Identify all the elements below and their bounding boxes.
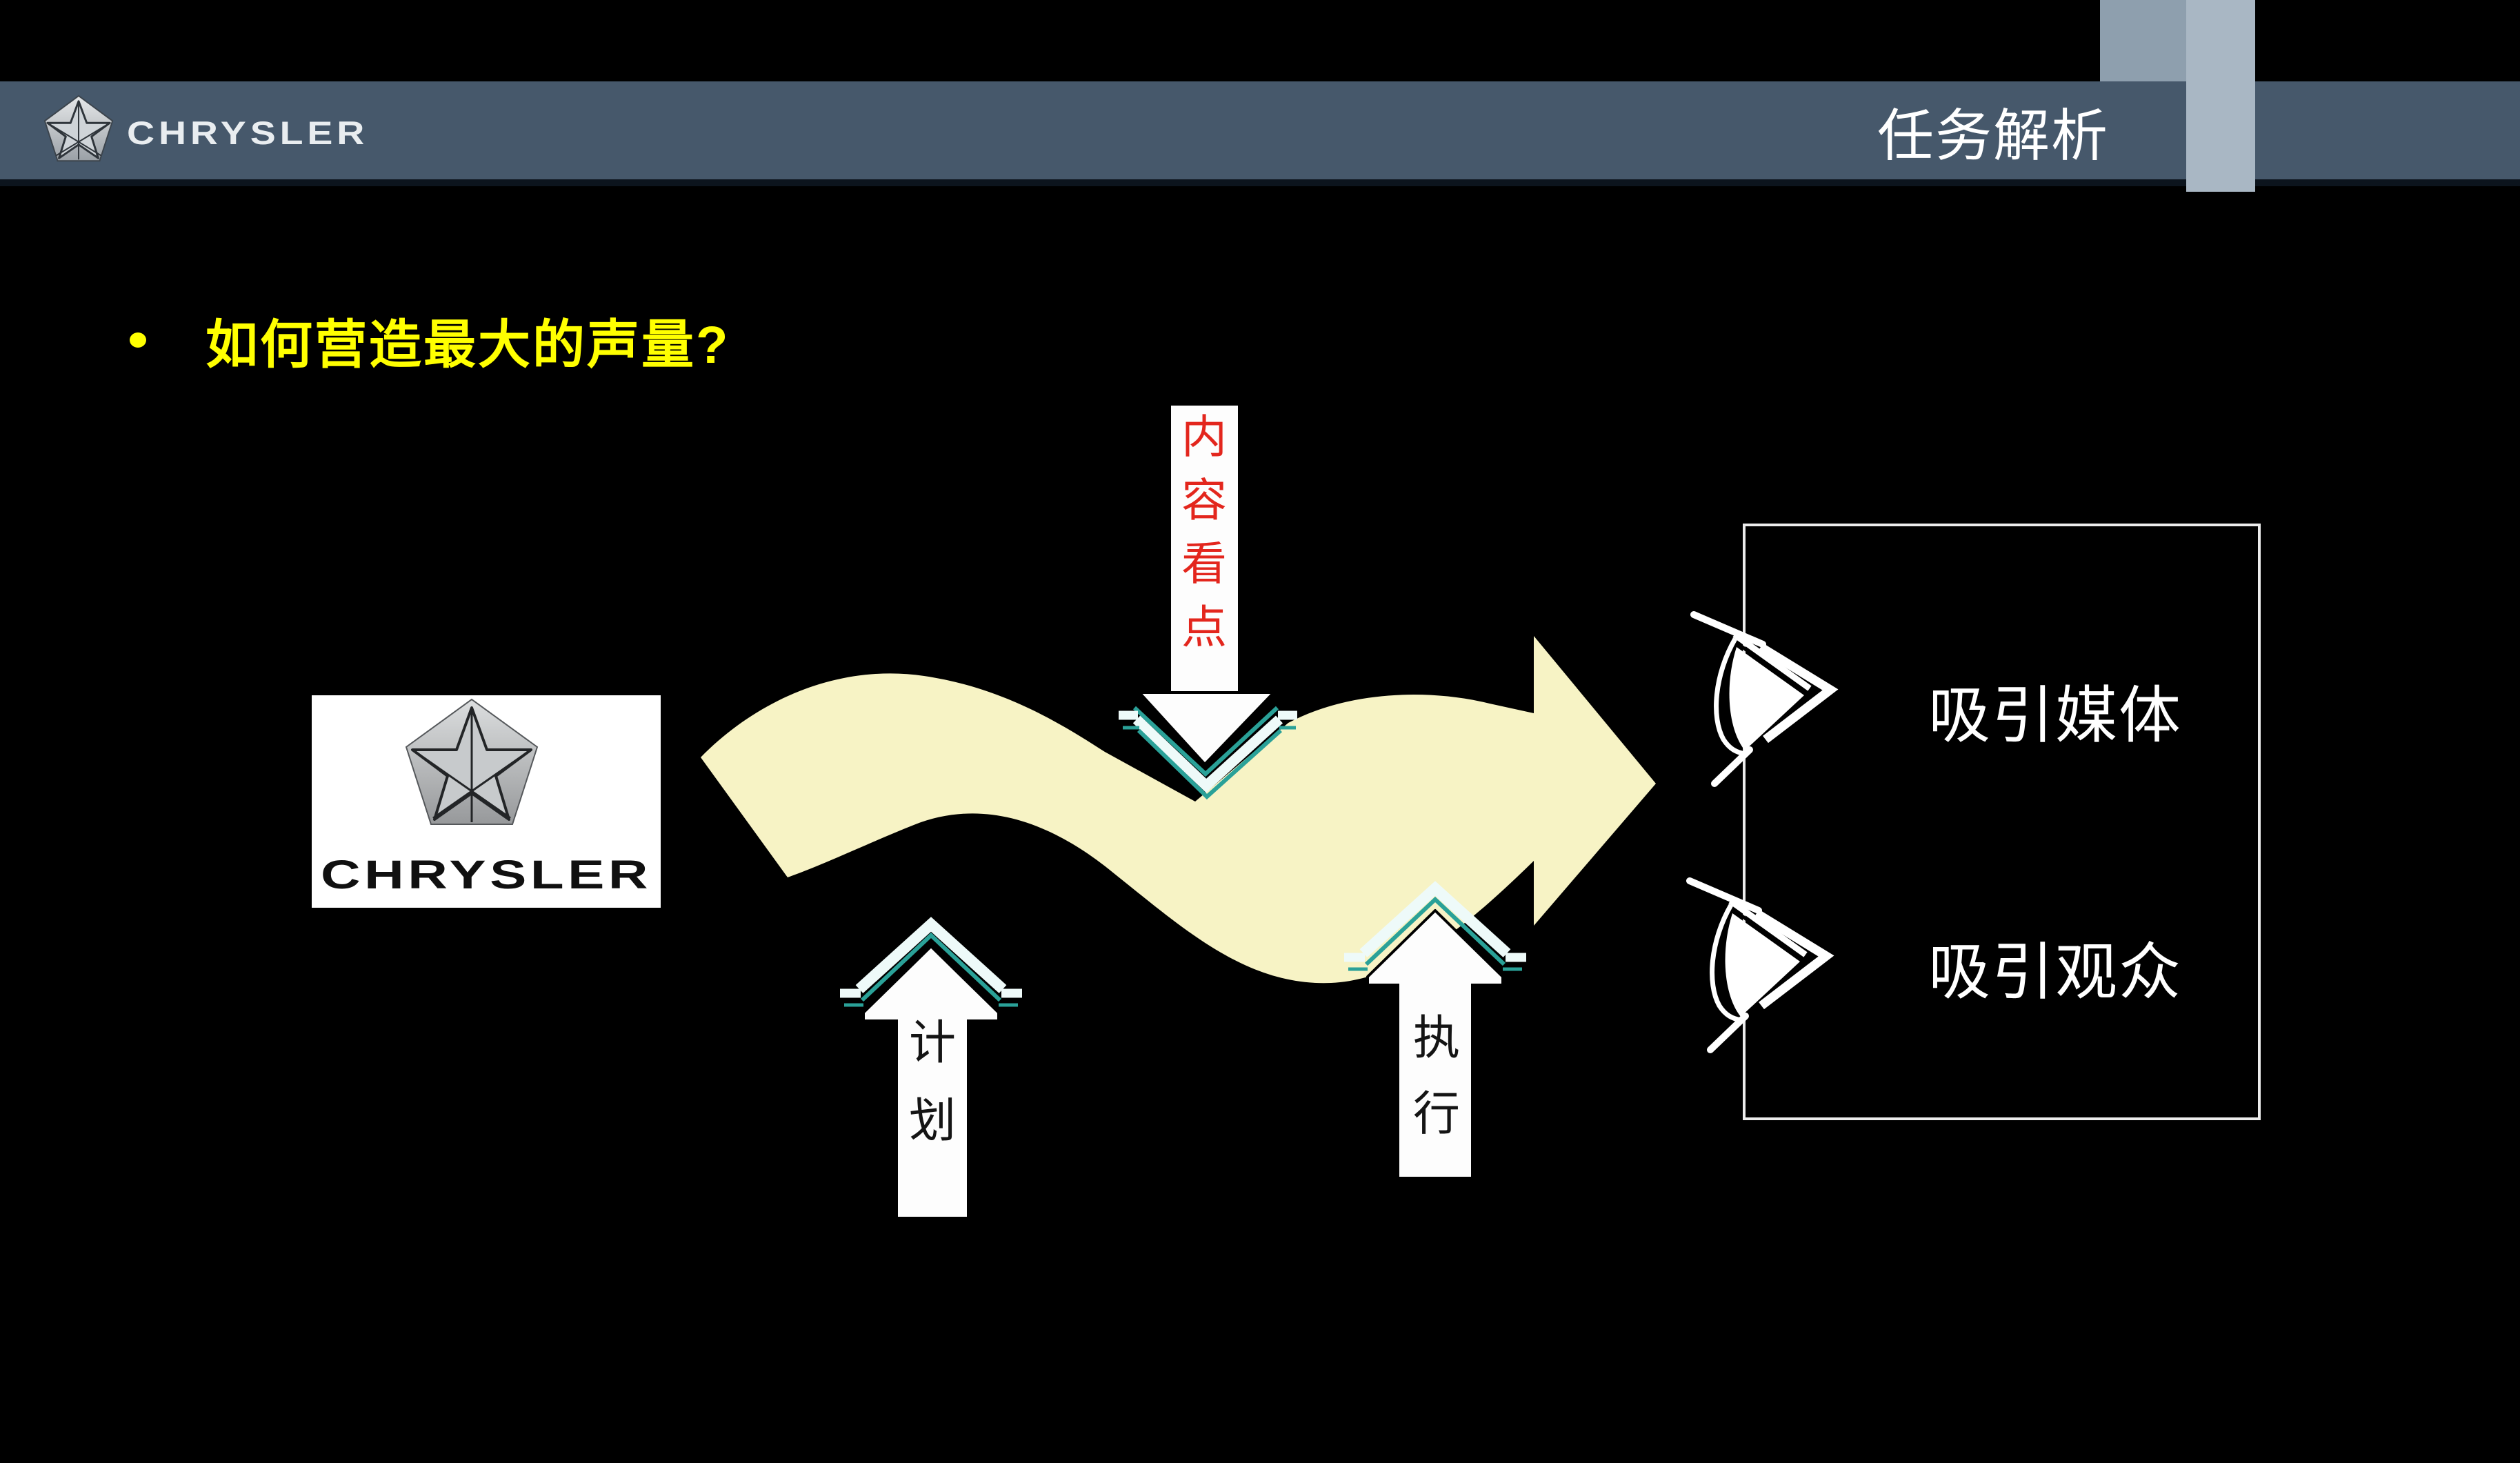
pentastar-badge-icon <box>43 94 114 162</box>
content-char-2: 容 <box>1181 475 1227 526</box>
bullet-dot-icon <box>130 332 146 348</box>
brand-wordmark: CHRYSLER <box>127 114 369 151</box>
execute-char-2: 行 <box>1413 1088 1460 1140</box>
bullet-question: 如何营造最大的声量? <box>206 316 730 375</box>
plan-char-2: 划 <box>909 1095 956 1147</box>
content-char-3: 看 <box>1181 538 1227 589</box>
header-bar: CHRYSLER 任务解析 <box>0 81 2520 186</box>
chrysler-logo-card: CHRYSLER <box>312 695 661 908</box>
header-accent-column <box>2186 0 2255 192</box>
down-arrow-content: 内 容 看 点 <box>1119 406 1297 800</box>
outcome-audience-label: 吸引观众 <box>1928 938 2182 1007</box>
wave-ribbon-arrow <box>701 636 1656 984</box>
page-title: 任务解析 <box>1877 104 2110 168</box>
pentastar-logo-icon <box>405 698 539 825</box>
logo-card-wordmark: CHRYSLER <box>321 853 652 897</box>
chrysler-brand: CHRYSLER <box>41 91 364 174</box>
content-char-4: 点 <box>1181 601 1227 653</box>
eye-audience-icon <box>1690 881 1826 1050</box>
outcome-media-label: 吸引媒体 <box>1928 681 2182 750</box>
outcomes-box: 吸引媒体 吸引观众 <box>1690 524 2261 1120</box>
up-arrow-plan: 计 划 <box>840 917 1022 1217</box>
eye-media-icon <box>1694 615 1830 784</box>
content-char-1: 内 <box>1181 411 1227 462</box>
up-arrow-execute: 执 行 <box>1344 881 1526 1177</box>
bullet-row: 如何营造最大的声量? <box>130 302 730 378</box>
execute-char-1: 执 <box>1413 1012 1460 1064</box>
plan-char-1: 计 <box>909 1017 956 1069</box>
